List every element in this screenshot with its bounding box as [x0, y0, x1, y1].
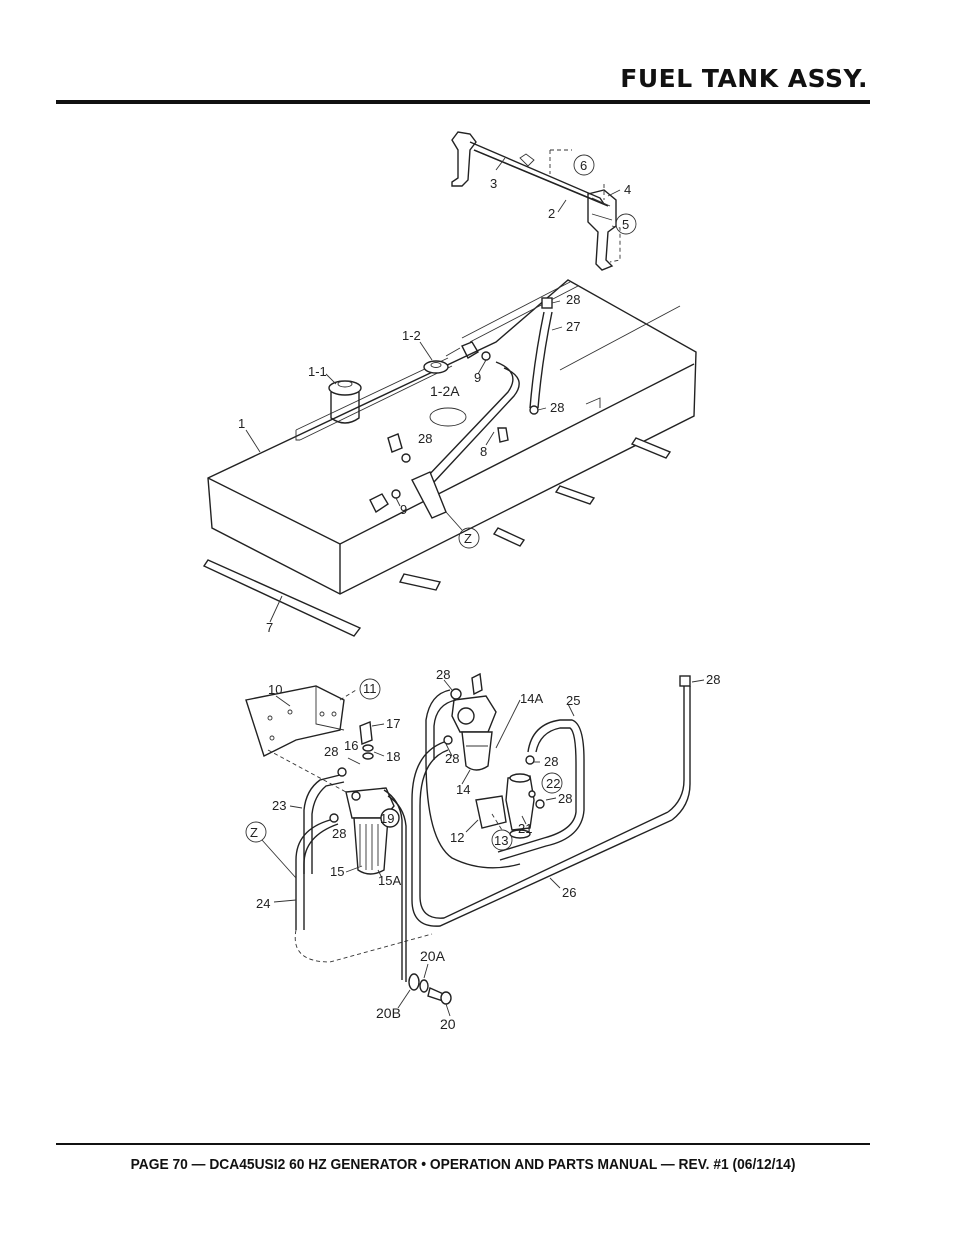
header-rule [56, 100, 870, 104]
page-title: FUEL TANK ASSY. [620, 64, 868, 93]
callout-22: 22 [546, 776, 560, 791]
callout-12: 12 [450, 830, 464, 845]
callout-19: 19 [380, 811, 394, 826]
callout-9-b: 9 [400, 502, 407, 517]
callout-20b: 20B [376, 1005, 401, 1021]
callout-8: 8 [480, 444, 487, 459]
callout-7: 7 [266, 620, 273, 635]
callout-20a: 20A [420, 948, 446, 964]
callout-15a: 15A [378, 873, 401, 888]
callout-4: 4 [624, 182, 631, 197]
callout-1-2: 1-2 [402, 328, 421, 343]
callout-28-j: 28 [332, 826, 346, 841]
callout-28-d: 28 [436, 667, 450, 682]
callout-28-h: 28 [544, 754, 558, 769]
callout-6: 6 [580, 158, 587, 173]
callout-labels: 6 3 4 2 5 28 27 1-2 1-1 9 1-2A 28 1 28 8… [238, 154, 720, 1032]
callout-28-a: 28 [566, 292, 580, 307]
callout-17: 17 [386, 716, 400, 731]
callout-1-1: 1-1 [308, 364, 327, 379]
callout-21: 21 [518, 821, 532, 836]
fuel-filter-assembly [245, 672, 705, 1017]
callout-27: 27 [566, 319, 580, 334]
callout-2: 2 [548, 206, 555, 221]
callout-28-g: 28 [445, 751, 459, 766]
callout-24: 24 [256, 896, 270, 911]
page-footer: PAGE 70 — DCA45USI2 60 HZ GENERATOR • OP… [130, 1156, 796, 1173]
callout-11: 11 [363, 681, 377, 696]
callout-15: 15 [330, 864, 344, 879]
callout-23: 23 [272, 798, 286, 813]
callout-14a: 14A [520, 691, 543, 706]
callout-9-a: 9 [474, 370, 481, 385]
callout-28-c: 28 [418, 431, 432, 446]
callout-25: 25 [566, 693, 580, 708]
callout-z-a: Z [464, 531, 472, 546]
fuel-tank-body [202, 279, 697, 637]
tank-strap-assembly [451, 131, 621, 271]
footer-rule [56, 1143, 870, 1145]
callout-1-2a: 1-2A [430, 383, 460, 399]
callout-18: 18 [386, 749, 400, 764]
callout-z-b: Z [250, 825, 258, 840]
callout-16: 16 [344, 738, 358, 753]
callout-1: 1 [238, 416, 245, 431]
callout-26: 26 [562, 885, 576, 900]
callout-13: 13 [494, 833, 508, 848]
callout-10: 10 [268, 682, 282, 697]
callout-14: 14 [456, 782, 470, 797]
callout-5: 5 [622, 217, 629, 232]
callout-28-f: 28 [324, 744, 338, 759]
callout-3: 3 [490, 176, 497, 191]
callout-28-b: 28 [550, 400, 564, 415]
callout-28-e: 28 [706, 672, 720, 687]
callout-28-i: 28 [558, 791, 572, 806]
callout-20: 20 [440, 1016, 456, 1032]
